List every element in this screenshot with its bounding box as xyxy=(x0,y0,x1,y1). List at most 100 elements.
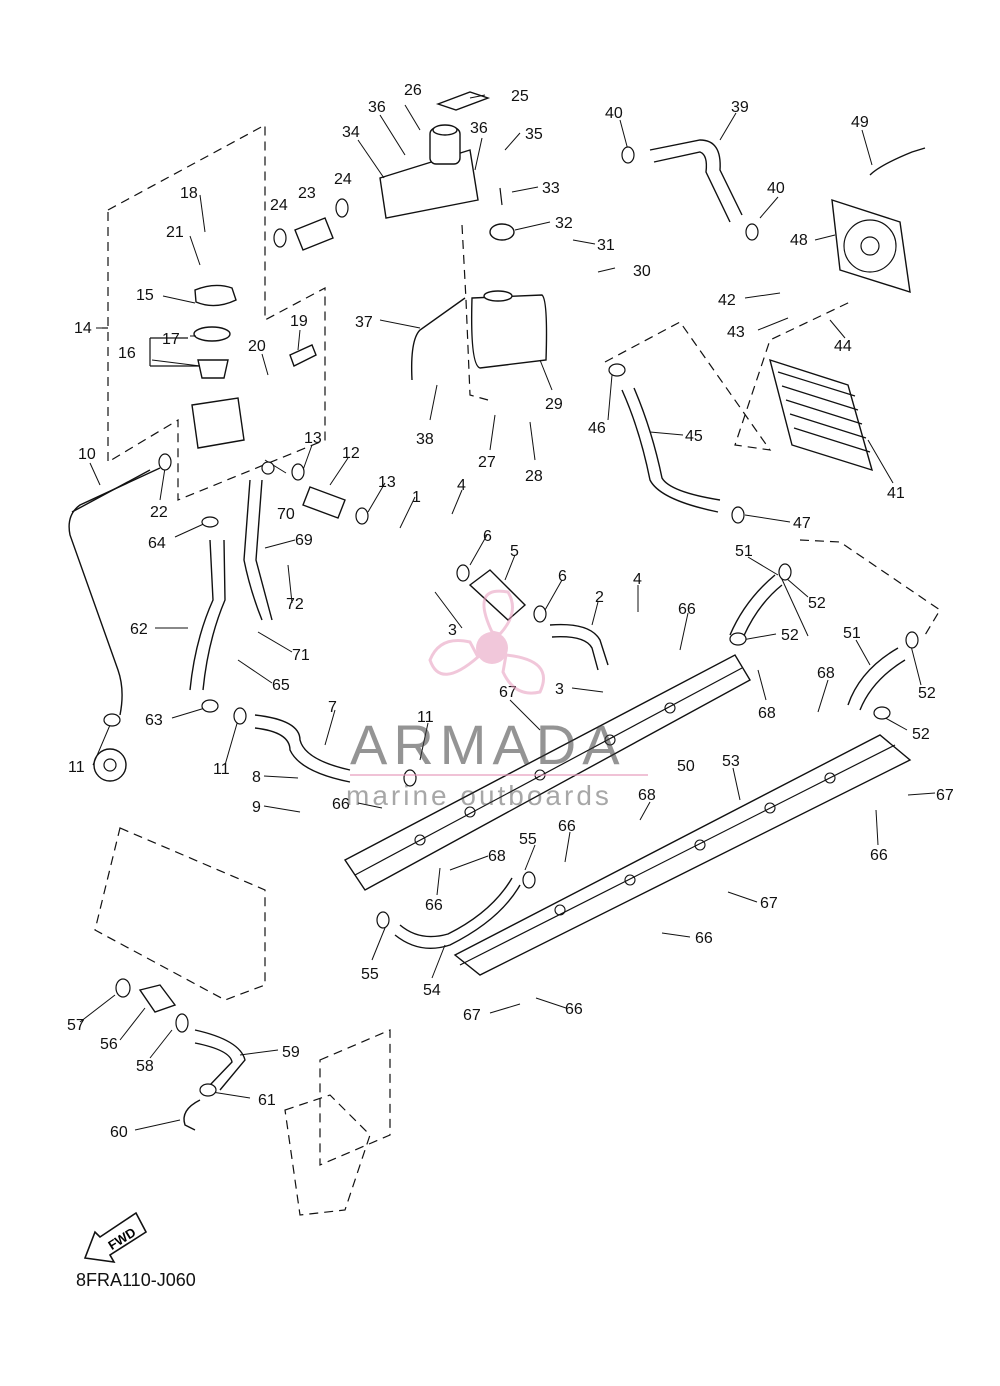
callout-51: 51 xyxy=(735,543,753,560)
hose-51b xyxy=(847,647,899,706)
hose-12 xyxy=(302,486,346,519)
callout-27: 27 xyxy=(478,454,496,471)
callout-66c: 66 xyxy=(558,818,576,835)
hose-45 xyxy=(621,389,719,513)
pipe-rails xyxy=(343,654,912,976)
coolant-tank-34 xyxy=(379,149,479,219)
callout-37: 37 xyxy=(355,314,373,331)
callout-6: 6 xyxy=(483,528,492,545)
callout-13b: 13 xyxy=(378,474,396,491)
callout-51b: 51 xyxy=(843,625,861,642)
cap-25 xyxy=(435,91,491,111)
callout-18: 18 xyxy=(180,185,198,202)
hose-5 xyxy=(468,569,527,621)
sensor-19 xyxy=(289,344,317,367)
callout-67: 67 xyxy=(499,684,517,701)
callout-32: 32 xyxy=(555,215,573,232)
callout-56: 56 xyxy=(100,1036,118,1053)
callout-33: 33 xyxy=(542,180,560,197)
callout-46: 46 xyxy=(588,420,606,437)
leader-lines xyxy=(79,94,936,1131)
callout-3b: 3 xyxy=(555,681,564,698)
callout-36: 36 xyxy=(368,99,386,116)
callout-58: 58 xyxy=(136,1058,154,1075)
cover-15 xyxy=(194,284,237,307)
sub-tank-29 xyxy=(471,294,548,369)
radiator-group-outline xyxy=(604,301,851,451)
callout-66f: 66 xyxy=(695,930,713,947)
callout-72: 72 xyxy=(286,596,304,613)
callout-52b: 52 xyxy=(781,627,799,644)
callout-68b: 68 xyxy=(758,705,776,722)
callout-70: 70 xyxy=(277,506,295,523)
callout-20: 20 xyxy=(248,338,266,355)
water-pump-outline xyxy=(284,1094,371,1216)
callout-3: 3 xyxy=(448,622,457,639)
callout-23: 23 xyxy=(298,185,316,202)
hose-51a xyxy=(729,574,776,636)
callout-48: 48 xyxy=(790,232,808,249)
hose-10 xyxy=(68,467,161,716)
engine-link-outline xyxy=(319,1029,391,1166)
callout-52: 52 xyxy=(808,595,826,612)
callout-25: 25 xyxy=(511,88,529,105)
callout-68: 68 xyxy=(817,665,835,682)
hose-62 xyxy=(189,539,214,691)
callout-28: 28 xyxy=(525,468,543,485)
callout-21: 21 xyxy=(166,224,184,241)
housing xyxy=(191,397,245,449)
callout-71: 71 xyxy=(292,647,310,664)
fan-48 xyxy=(831,198,911,294)
callout-53: 53 xyxy=(722,753,740,770)
callout-13: 13 xyxy=(304,430,322,447)
callout-9: 9 xyxy=(252,799,261,816)
thermostat-16 xyxy=(197,359,229,379)
callout-8: 8 xyxy=(252,769,261,786)
callout-19: 19 xyxy=(290,313,308,330)
callout-14: 14 xyxy=(74,320,92,337)
callout-11: 11 xyxy=(68,759,85,776)
callout-26: 26 xyxy=(404,82,422,99)
callout-59: 59 xyxy=(282,1044,300,1061)
callout-66: 66 xyxy=(678,601,696,618)
callout-62: 62 xyxy=(130,621,148,638)
hose-56 xyxy=(138,984,177,1013)
callout-6b: 6 xyxy=(558,568,567,585)
callout-45: 45 xyxy=(685,428,703,445)
callout-24: 24 xyxy=(270,197,288,214)
callout-67b: 67 xyxy=(936,787,954,804)
hose-54 xyxy=(394,884,521,949)
callout-68d: 68 xyxy=(488,848,506,865)
radiator-41 xyxy=(769,358,874,472)
callout-15: 15 xyxy=(136,287,154,304)
hose-69 xyxy=(243,479,263,621)
callout-30: 30 xyxy=(633,263,651,280)
radiator-assembly xyxy=(769,147,926,472)
hose-2 xyxy=(549,623,609,666)
grommet-32 xyxy=(489,223,515,241)
callout-labels: 1 2 3 3 4 4 5 6 6 7 8 9 10 11 11 11 12 1… xyxy=(67,82,954,1141)
callout-22: 22 xyxy=(150,504,168,521)
callout-7: 7 xyxy=(328,699,337,716)
hose-37 xyxy=(410,297,466,381)
callout-66b: 66 xyxy=(332,796,350,813)
callout-1: 1 xyxy=(412,489,421,506)
callout-34: 34 xyxy=(342,124,360,141)
callout-66e: 66 xyxy=(870,847,888,864)
callout-40b: 40 xyxy=(767,180,785,197)
callout-65: 65 xyxy=(272,677,290,694)
callout-66g: 66 xyxy=(565,1001,583,1018)
callout-38: 38 xyxy=(416,431,434,448)
callout-12: 12 xyxy=(342,445,360,462)
callout-55b: 55 xyxy=(361,966,379,983)
drawing-code: 8FRA110-J060 xyxy=(76,1270,196,1290)
callout-16: 16 xyxy=(118,345,136,362)
cylinder-head-outline xyxy=(94,827,266,1001)
callout-2: 2 xyxy=(595,589,604,606)
callout-35: 35 xyxy=(525,126,543,143)
engine-parts xyxy=(93,748,371,1216)
callout-67c: 67 xyxy=(760,895,778,912)
hose-59 xyxy=(194,1029,246,1091)
callout-52c: 52 xyxy=(918,685,936,702)
